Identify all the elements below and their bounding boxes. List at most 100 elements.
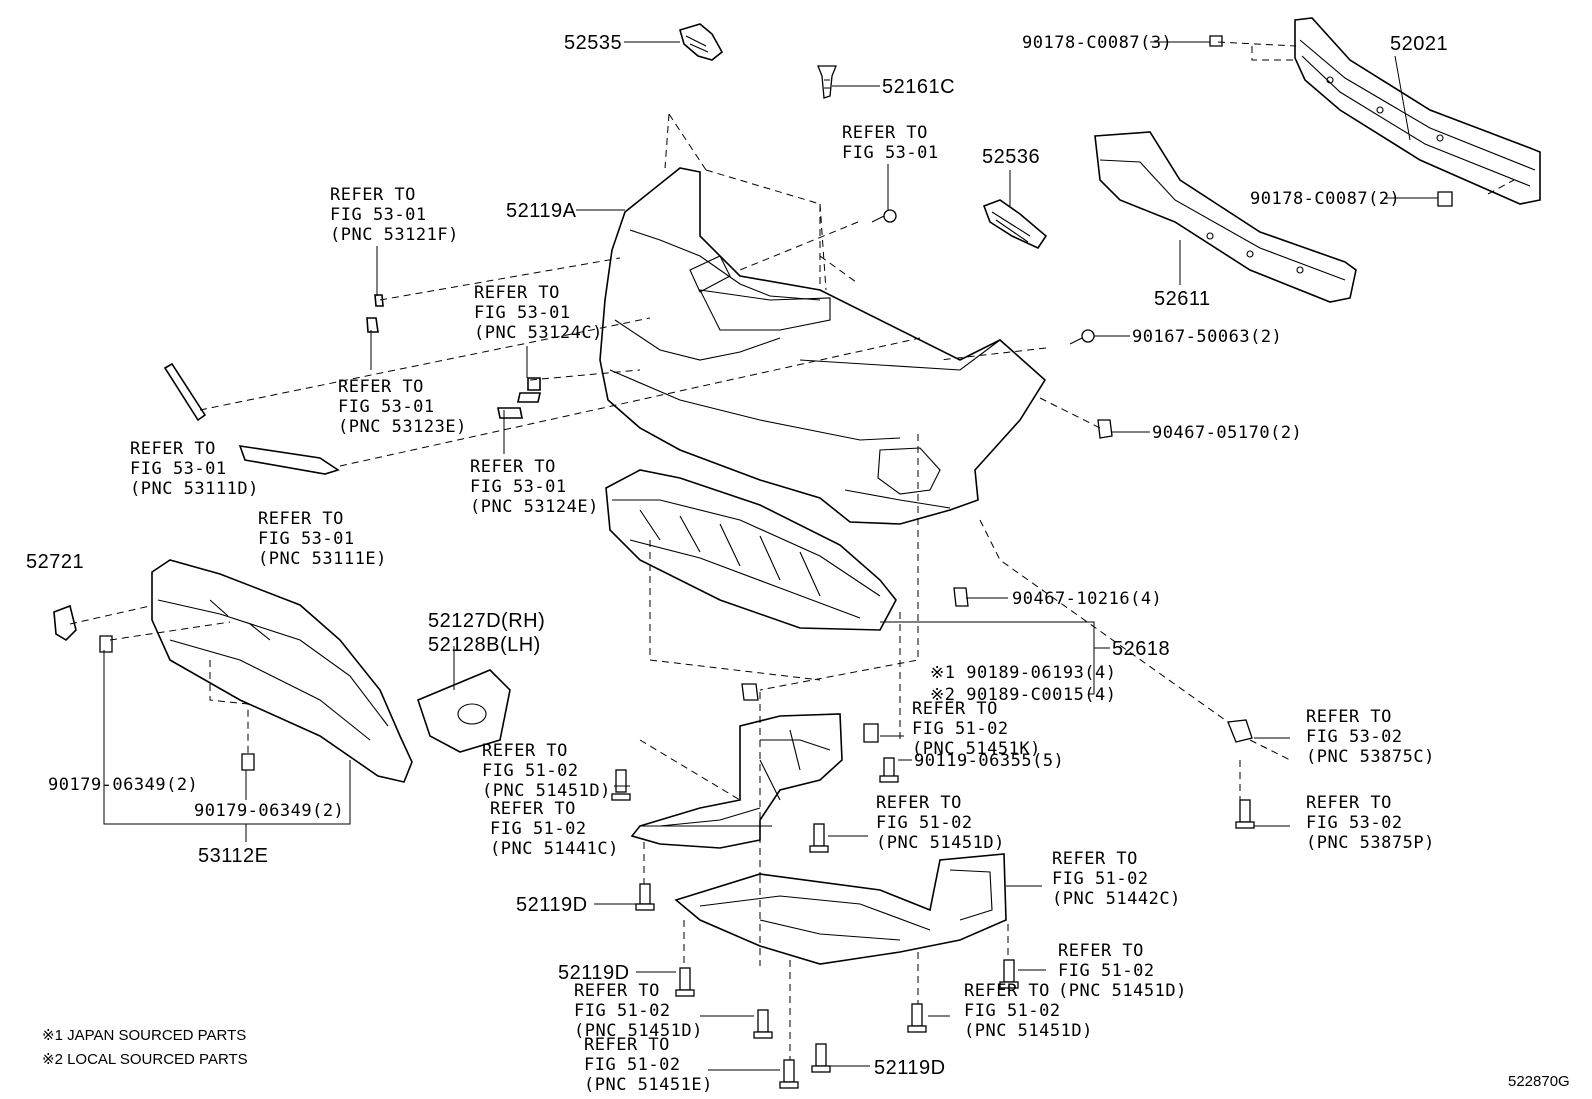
bolt-icon xyxy=(907,1003,927,1033)
bolt-icon xyxy=(611,769,631,801)
refer-line: (PNC 53124C) xyxy=(474,323,603,343)
bolt-icon xyxy=(1235,799,1255,829)
label-fastener: 90467-05170(2) xyxy=(1152,423,1302,443)
refer-line: REFER TO xyxy=(338,377,424,397)
label-52119D: 52119D xyxy=(874,1057,946,1079)
label-fastener: 90467-10216(4) xyxy=(1012,589,1162,609)
refer-block: REFER TO FIG 51-02 (PNC 51451D) xyxy=(574,981,703,1041)
bolt-icon xyxy=(675,967,695,997)
bolt-icon xyxy=(871,209,897,223)
bolt-icon xyxy=(779,1059,799,1089)
refer-block: REFER TO FIG 51-02 (PNC 51451D) xyxy=(1058,941,1187,1001)
refer-line: FIG 53-01 xyxy=(470,477,567,497)
refer-line: REFER TO xyxy=(1306,707,1392,727)
refer-line: (PNC 51451D) xyxy=(482,781,611,801)
nut-icon xyxy=(1437,191,1453,207)
refer-line: (PNC 53123E) xyxy=(338,417,467,437)
refer-line: (PNC 51451D) xyxy=(1058,981,1187,1001)
refer-line: REFER TO xyxy=(912,699,998,719)
refer-block: REFER TO FIG 53-01 (PNC 53124E) xyxy=(470,457,599,517)
note-japan-sourced: ※1 JAPAN SOURCED PARTS xyxy=(42,1027,246,1044)
bolt-icon xyxy=(879,757,899,783)
refer-line: (PNC 53875P) xyxy=(1306,833,1435,853)
refer-line: FIG 51-02 xyxy=(876,813,973,833)
refer-line: (PNC 53124E) xyxy=(470,497,599,517)
refer-line: REFER TO xyxy=(1052,849,1138,869)
label-52119D: 52119D xyxy=(516,894,588,916)
refer-block: REFER TO FIG 53-01 (PNC 53111E) xyxy=(258,509,387,569)
refer-line: FIG 51-02 xyxy=(1058,961,1155,981)
refer-block: REFER TO FIG 51-02 (PNC 51441C) xyxy=(490,799,618,859)
refer-line: REFER TO xyxy=(1306,793,1392,813)
bolt-icon xyxy=(1069,329,1095,345)
refer-line: FIG 53-01 xyxy=(338,397,435,417)
refer-block: REFER TO FIG 51-02 (PNC 51451K) xyxy=(912,699,1040,759)
refer-line: (PNC 51442C) xyxy=(1052,889,1181,909)
refer-block: REFER TO FIG 53-01 xyxy=(842,123,939,163)
label-52119A: 52119A xyxy=(506,200,577,222)
bolt-icon xyxy=(809,823,829,853)
bolt-icon xyxy=(811,1043,831,1073)
label-fastener: 90119-06355(5) xyxy=(914,751,1064,771)
label-52119D: 52119D xyxy=(558,962,630,984)
refer-line: FIG 51-02 xyxy=(964,1001,1061,1021)
refer-block: REFER TO FIG 51-02 (PNC 51451E) xyxy=(584,1035,713,1095)
part-52536-drawing xyxy=(982,199,1048,250)
label-52611: 52611 xyxy=(1154,288,1211,310)
label-fastener: 90167-50063(2) xyxy=(1132,327,1282,347)
refer-block: REFER TO FIG 53-01 (PNC 53111D) xyxy=(130,439,258,499)
refer-line: (PNC 51451E) xyxy=(584,1075,713,1095)
refer-block: REFER TO FIG 53-01 (PNC 53121F) xyxy=(330,185,459,245)
refer-line: REFER TO xyxy=(876,793,962,813)
refer-line: FIG 51-02 xyxy=(912,719,1009,739)
trim-pieces-drawing xyxy=(163,294,541,475)
refer-line: FIG 51-02 xyxy=(574,1001,671,1021)
clip-icon xyxy=(1097,419,1113,439)
refer-line: FIG 53-02 xyxy=(1306,813,1403,833)
refer-line: (PNC 53121F) xyxy=(330,225,459,245)
refer-line: FIG 51-02 xyxy=(584,1055,681,1075)
refer-line: REFER TO xyxy=(584,1035,670,1055)
refer-block: REFER TO FIG 53-02 (PNC 53875P) xyxy=(1306,793,1435,853)
refer-line: REFER TO xyxy=(482,741,568,761)
label-52128B: 52128B(LH) xyxy=(428,634,541,656)
under-cover-51441C-drawing xyxy=(630,713,843,849)
refer-line: FIG 53-01 xyxy=(474,303,571,323)
refer-line: REFER TO xyxy=(130,439,216,459)
refer-block: REFER TO FIG 53-01 (PNC 53123E) xyxy=(338,377,467,437)
bolt-icon xyxy=(753,1009,773,1039)
refer-line: FIG 53-01 xyxy=(330,205,427,225)
label-52021: 52021 xyxy=(1390,33,1448,55)
label-53112E: 53112E xyxy=(198,845,268,867)
refer-line: (PNC 53111E) xyxy=(258,549,387,569)
nut-icon xyxy=(1209,35,1223,47)
refer-block: REFER TO FIG 51-02 (PNC 51451D) xyxy=(876,793,1005,853)
part-52119A-drawing xyxy=(599,167,1047,525)
note-local-sourced: ※2 LOCAL SOURCED PARTS xyxy=(42,1051,248,1068)
refer-block: REFER TO FIG 53-02 (PNC 53875C) xyxy=(1306,707,1435,767)
part-52127D-drawing xyxy=(417,669,511,753)
part-52618-drawing xyxy=(605,469,897,631)
nut-icon xyxy=(741,683,759,701)
label-fastener: 90179-06349(2) xyxy=(48,775,198,795)
refer-line: (PNC 51451D) xyxy=(574,1021,703,1041)
refer-line: FIG 53-01 xyxy=(842,143,939,163)
refer-line: FIG 53-01 xyxy=(258,529,355,549)
refer-line: (PNC 51451D) xyxy=(876,833,1005,853)
assembly-lines xyxy=(69,41,1515,1060)
refer-line: FIG 51-02 xyxy=(1052,869,1149,889)
refer-block: REFER TO FIG 51-02 (PNC 51451D) xyxy=(964,981,1092,1041)
part-52161C-drawing xyxy=(817,65,837,99)
refer-line: (PNC 53875C) xyxy=(1306,747,1435,767)
refer-line: REFER TO xyxy=(490,799,576,819)
part-52021-drawing xyxy=(1294,17,1541,205)
label-fastener: 90178-C0087(2) xyxy=(1250,189,1400,209)
label-fastener: 90179-06349(2) xyxy=(194,801,344,821)
refer-line: REFER TO xyxy=(474,283,560,303)
bolt-icons xyxy=(611,35,1453,1089)
refer-line: REFER TO xyxy=(1058,941,1144,961)
bolt-icon xyxy=(635,883,655,911)
part-52611-drawing xyxy=(1094,131,1357,303)
label-52127D: 52127D(RH) xyxy=(428,610,545,632)
